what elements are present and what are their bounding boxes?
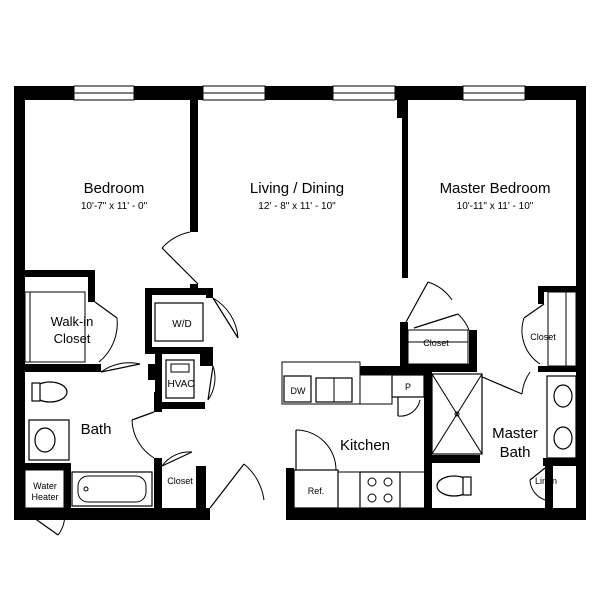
pantry xyxy=(391,374,425,398)
master-bedroom-dimensions: 10'-11" x 11' - 10" xyxy=(457,201,534,212)
exterior-walls xyxy=(14,86,586,520)
refrigerator xyxy=(293,469,339,509)
washer-dryer xyxy=(154,302,204,342)
bath-label: Bath xyxy=(81,421,112,438)
dishwasher xyxy=(283,375,312,403)
wd-label: W/D xyxy=(172,319,191,330)
bedroom-label: Bedroom xyxy=(84,180,145,197)
master-bath-label-line1: Master xyxy=(492,425,538,442)
water-heater-label-line2: Heater xyxy=(31,492,58,502)
range xyxy=(359,471,401,509)
master-bedroom-label: Master Bedroom xyxy=(440,180,551,197)
walkin-closet-label-line2: Closet xyxy=(54,331,91,346)
fixtures xyxy=(24,291,577,509)
kitchen-label: Kitchen xyxy=(340,437,390,454)
fixture-labels: W/D HVAC DW P Closet Closet Closet Linen… xyxy=(31,319,557,502)
closet-hall-label: Closet xyxy=(167,476,193,486)
bedroom-dimensions: 10'-7" x 11' - 0" xyxy=(81,201,148,212)
doors xyxy=(29,231,546,536)
bathtub xyxy=(71,471,153,507)
pantry-label: P xyxy=(405,382,411,392)
closet-master-label: Closet xyxy=(423,338,449,348)
living-dining-label: Living / Dining xyxy=(250,180,344,197)
linen-label: Linen xyxy=(535,476,557,486)
interior-walls xyxy=(25,100,576,516)
water-heater-label-line1: Water xyxy=(33,481,57,491)
closet-master-right-label: Closet xyxy=(530,332,556,342)
walkin-closet-label-line1: Walk-in xyxy=(51,314,94,329)
windows xyxy=(73,85,526,101)
room-labels: Bedroom 10'-7" x 11' - 0" Living / Dinin… xyxy=(51,180,551,461)
living-dining-dimensions: 12' - 8" x 11' - 10" xyxy=(258,201,336,212)
hvac-label: HVAC xyxy=(167,379,194,390)
dw-label: DW xyxy=(291,386,306,396)
fridge-label: Ref. xyxy=(308,486,325,496)
master-bath-label-line2: Bath xyxy=(500,444,531,461)
